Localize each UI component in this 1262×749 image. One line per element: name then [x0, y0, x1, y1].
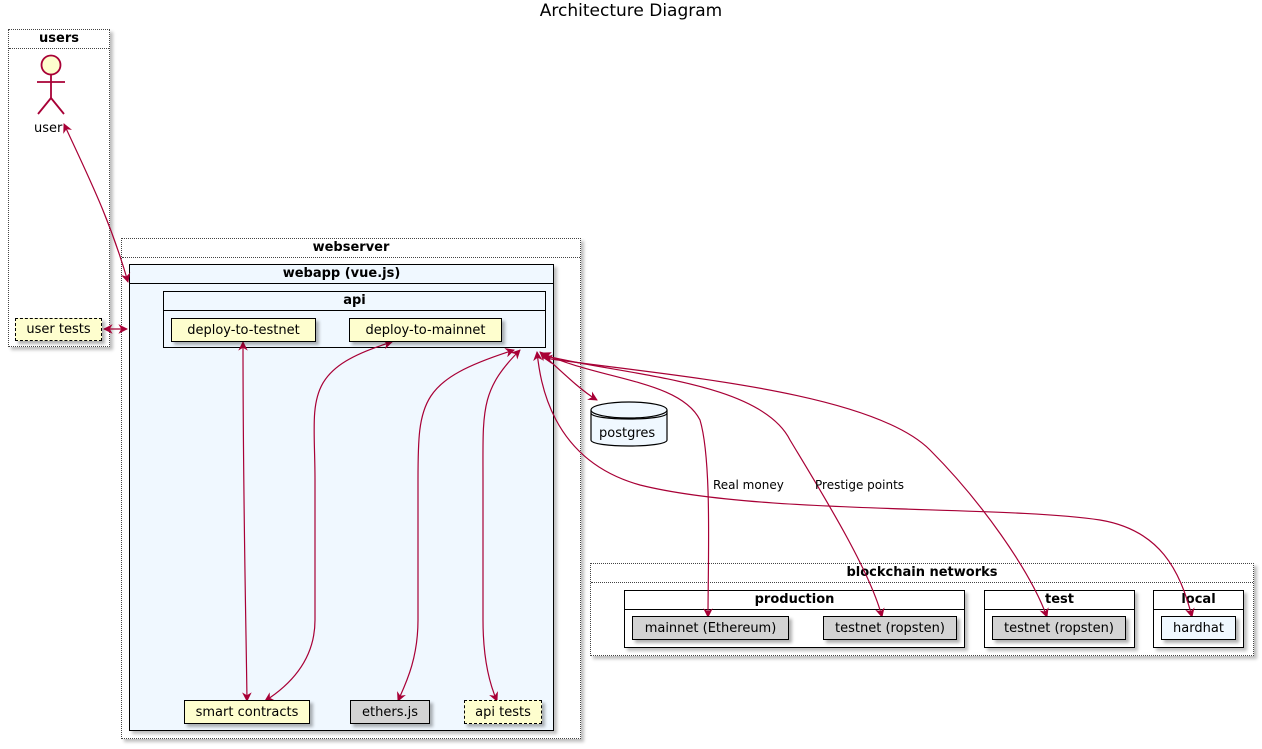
edge-api-testnettest [543, 354, 1049, 618]
edge-api-hardhat [533, 351, 1195, 618]
api-tests-node: api tests [464, 700, 542, 724]
diagram-title: Architecture Diagram [539, 1, 723, 21]
deploy-to-testnet-node: deploy-to-testnet [171, 318, 316, 342]
user-actor-icon [37, 54, 65, 115]
edge-deploymainnet-smartcontracts [264, 339, 393, 702]
edge-api-apitests [482, 349, 521, 702]
edge-label-real-money: Real money [713, 478, 784, 492]
hardhat-node: hardhat [1161, 616, 1236, 640]
webapp-frame-title: webapp (vue.js) [130, 265, 553, 284]
edge-api-ethers [397, 348, 515, 702]
edge-label-prestige-points: Prestige points [815, 478, 905, 492]
mainnet-ethereum-node: mainnet (Ethereum) [632, 616, 789, 640]
edge-user-webapp [63, 123, 131, 283]
user-label: user [34, 121, 63, 136]
postgres-database-icon [590, 401, 668, 447]
users-frame-title: users [9, 30, 109, 49]
user-tests-node: user tests [15, 318, 102, 341]
ethers-js-node: ethers.js [350, 700, 430, 724]
deploy-to-mainnet-node: deploy-to-mainnet [349, 318, 502, 342]
api-frame-title: api [164, 292, 545, 311]
webserver-frame-title: webserver [122, 239, 580, 258]
smart-contracts-node: smart contracts [184, 700, 310, 724]
edge-deploytestnet-smartcontracts [238, 341, 252, 702]
postgres-label: postgres [599, 426, 656, 441]
edge-api-mainnet [541, 352, 713, 618]
testnet-ropsten-production-node: testnet (ropsten) [823, 616, 957, 640]
testnet-ropsten-test-node: testnet (ropsten) [992, 616, 1126, 640]
